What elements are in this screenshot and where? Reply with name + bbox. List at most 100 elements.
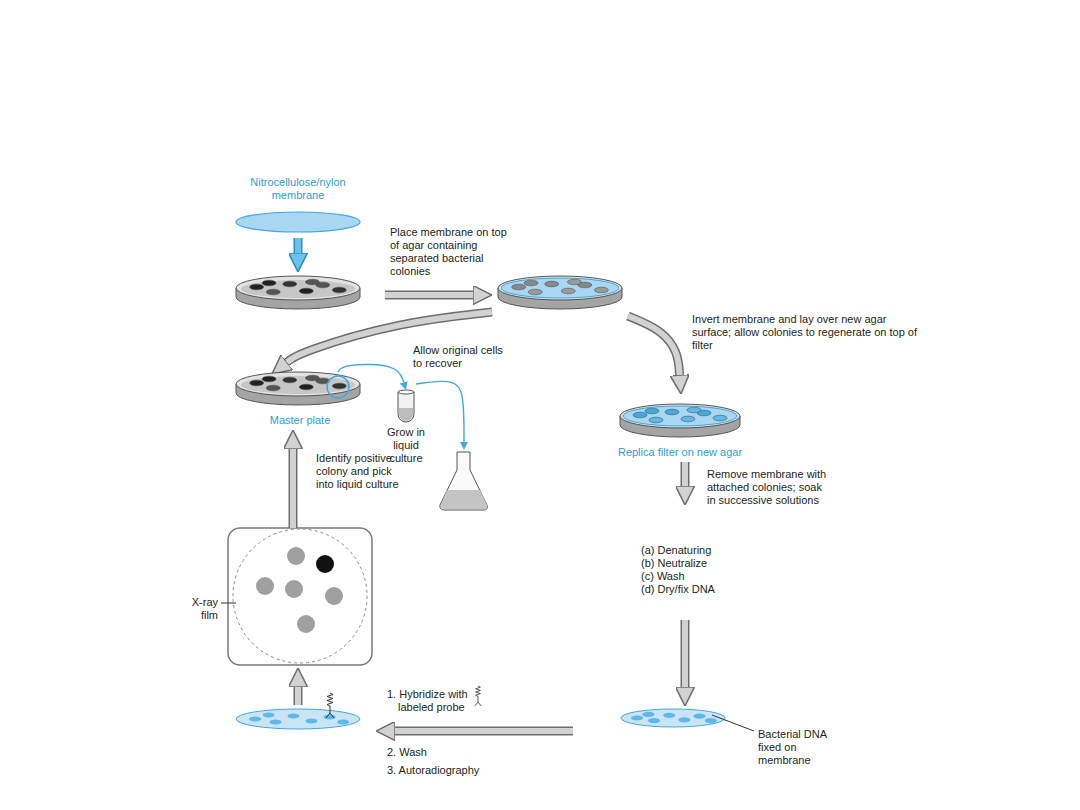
bacterial-colony [266, 289, 280, 295]
bacterial-colony [250, 380, 264, 386]
membrane [236, 709, 360, 729]
labeled-probe-icon [475, 686, 481, 706]
dna-spot [642, 712, 654, 717]
arrow-shaft-outline [628, 316, 680, 375]
bacterial-colony [687, 407, 701, 413]
autoradiograph-spot [285, 580, 303, 598]
bacterial-colony [283, 281, 297, 287]
bacterial-colony [594, 287, 608, 293]
process-arrow [293, 449, 294, 528]
dish-rim [236, 372, 360, 396]
arrow-shaft [395, 728, 573, 734]
film-node: X-ray film [228, 528, 372, 665]
bacterial-colony [512, 284, 526, 290]
connector-path [682, 462, 688, 486]
node-label: Master plate [235, 414, 365, 427]
arrow-shaft [295, 238, 301, 253]
fixed-membrane [621, 709, 725, 727]
bacterial-colony [665, 409, 679, 415]
membrane [621, 709, 725, 727]
dna-spot [648, 718, 660, 723]
bacterial-colony [633, 412, 647, 418]
bacterial-colony [645, 408, 659, 414]
connector-path-outline [681, 620, 690, 687]
membrane [501, 278, 619, 298]
arrow-shaft-outline [294, 687, 303, 705]
bacterial-colony [561, 288, 575, 294]
bacterial-colony [545, 281, 559, 287]
bacterial-colony [299, 384, 313, 390]
dna-spot [678, 717, 690, 722]
probe-strand [475, 686, 481, 706]
bacterial-colony [528, 289, 542, 295]
leader-line [712, 715, 754, 731]
process-arrow [685, 462, 686, 687]
step-note: Invert membrane and lay over new agar su… [692, 313, 926, 352]
dna-spot [269, 719, 281, 724]
bacterial-colony [567, 279, 581, 285]
step-item: 2. Wash [387, 746, 487, 759]
arrow-shaft-outline [395, 727, 573, 736]
arrow-shaft [628, 316, 680, 375]
curved-arrow [628, 316, 680, 375]
fixed-membrane-node: Bacterial DNA fixed on membrane [620, 706, 728, 730]
autoradiograph-spot [287, 547, 305, 565]
bacterial-colony [649, 417, 663, 423]
bacterial-colony [332, 287, 346, 293]
tube-liquid [399, 408, 413, 421]
edge-label: Identify positive colony and pick into l… [316, 452, 402, 491]
flask-outline [440, 452, 488, 510]
arrow-shaft [385, 292, 473, 298]
replica-plate [620, 404, 740, 437]
edge-label: Remove membrane with attached colonies; … [707, 468, 833, 507]
step-item: (b) Neutralize [641, 557, 741, 570]
culture-tube [398, 390, 414, 422]
bacterial-colony [713, 415, 727, 421]
up-arrow [298, 687, 299, 705]
plate-with-membrane [498, 276, 622, 309]
dna-spot [287, 713, 299, 718]
tube-mouth [398, 390, 414, 394]
arrow-shaft [295, 687, 301, 705]
dna-spot [263, 712, 275, 717]
transfer-line [338, 364, 404, 382]
autoradiograph-spot [256, 577, 274, 595]
bacterial-colony [305, 279, 319, 285]
replica-node: Replica filter on new agar [615, 400, 745, 462]
dna-spot [663, 713, 675, 718]
dna-spot [249, 716, 261, 721]
bacterial-colony [524, 280, 538, 286]
step-item: (a) Denaturing [641, 544, 741, 557]
connector-path [682, 620, 688, 687]
connector-path-outline [289, 449, 298, 528]
dna-spot [306, 718, 318, 723]
down-arrow [298, 238, 299, 253]
step-item: 1. Hybridize with labeled probe [387, 688, 493, 714]
agar [241, 280, 355, 298]
node-label: Replica filter on new agar [615, 446, 745, 459]
membrane-outline [233, 529, 367, 663]
bacterial-colony [299, 288, 313, 294]
step-item: (d) Dry/fix DNA [641, 583, 741, 596]
leader-line [221, 603, 236, 604]
bacterial-colony [332, 383, 346, 389]
colony-plate [236, 276, 360, 309]
master-plate-dish [236, 372, 360, 405]
dna-spot [693, 714, 705, 719]
tube-outline [398, 392, 414, 422]
bacterial-colony [262, 280, 276, 286]
dish-rim [498, 276, 622, 300]
autoradiograph-spot [325, 587, 343, 605]
selected-colony-ring [327, 376, 349, 398]
dna-spot [631, 715, 643, 720]
left-arrow [395, 731, 573, 732]
membrane-node: Nitrocellulose/nylon membrane [236, 176, 360, 234]
dna-spot [705, 718, 717, 723]
node-label: X-ray film [174, 596, 218, 622]
node-label: Bacterial DNA fixed on membrane [758, 728, 832, 767]
bacterial-colony [681, 416, 695, 422]
membrane-sheet [236, 212, 360, 232]
